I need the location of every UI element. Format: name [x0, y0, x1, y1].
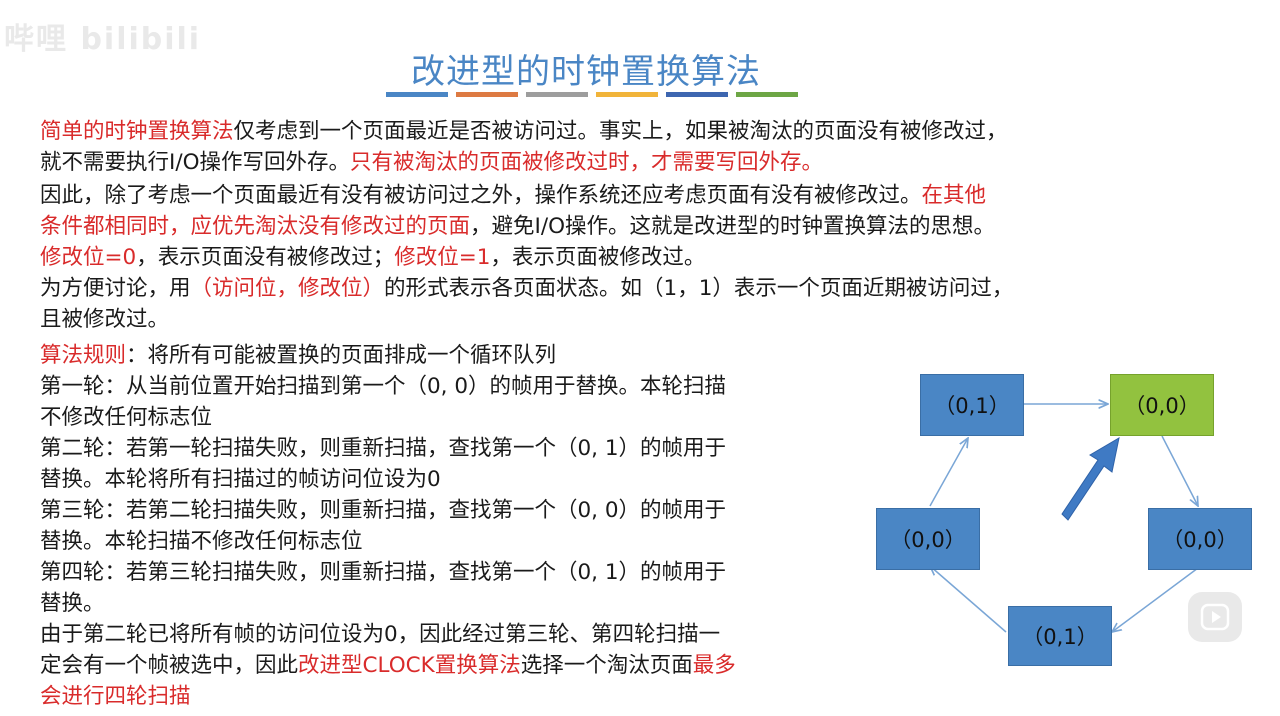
intro-l6-text-2: 的形式表示各页面状态。如（1，1）表示一个页面近期被访问过， [384, 276, 1014, 301]
play-button[interactable] [1188, 592, 1242, 642]
intro-l5-text-2: ，表示页面被修改过。 [490, 245, 706, 270]
intro-line-6: 为方便讨论，用（访问位，修改位）的形式表示各页面状态。如（1，1）表示一个页面近… [40, 273, 1200, 304]
rules-line-1: 算法规则：将所有可能被置换的页面排成一个循环队列 [40, 340, 852, 371]
rules-l11-text-1: 定会有一个帧被选中，因此 [40, 653, 299, 678]
rules-line-4: 第二轮：若第一轮扫描失败，则重新扫描，查找第一个（0, 1）的帧用于 [40, 436, 727, 461]
rules-line-12: 会进行四轮扫描 [40, 681, 852, 712]
bilibili-watermark: 哔哩 bilibili [4, 22, 202, 57]
rules-line-2: 第一轮：从当前位置开始扫描到第一个（0, 0）的帧用于替换。本轮扫描 [40, 374, 727, 399]
intro-l3-highlight: 在其他 [921, 183, 987, 208]
rules-line-3: 不修改任何标志位 [40, 405, 213, 430]
frame-box-right: （0,0） [1148, 508, 1252, 570]
rules-line-5: 替换。本轮将所有扫描过的帧访问位设为0 [40, 467, 441, 492]
arrow-e-to-a [929, 438, 968, 507]
intro-l3-text: 因此，除了考虑一个页面最近有没有被访问过之外，操作系统还应考虑页面有没有被修改过… [40, 183, 922, 208]
intro-line-3: 因此，除了考虑一个页面最近有没有被访问过之外，操作系统还应考虑页面有没有被修改过… [40, 180, 1200, 211]
intro-paragraph: 简单的时钟置换算法仅考虑到一个页面最近是否被访问过。事实上，如果被淘汰的页面没有… [40, 116, 1200, 335]
stripe-1 [386, 92, 448, 97]
rules-l12-highlight: 会进行四轮扫描 [40, 684, 191, 709]
frame-box-bottom: （0,1） [1008, 606, 1112, 666]
pointer-arrow [1061, 437, 1120, 521]
arrow-b-to-c [1161, 435, 1198, 506]
intro-l5-text-1: ，表示页面没有被修改过； [136, 245, 395, 270]
stripe-6 [736, 92, 798, 97]
rules-line-6: 第三轮：若第二轮扫描失败，则重新扫描，查找第一个（0, 0）的帧用于 [40, 498, 727, 523]
intro-line-2: 就不需要执行I/O操作写回外存。只有被淘汰的页面被修改过时，才需要写回外存。 [40, 147, 1200, 178]
stripe-3 [526, 92, 588, 97]
stripe-5 [666, 92, 728, 97]
intro-l4-highlight: 条件都相同时，应优先淘汰没有修改过的页面 [40, 214, 471, 239]
play-icon [1200, 603, 1230, 631]
rules-line-8: 第四轮：若第三轮扫描失败，则重新扫描，查找第一个（0, 1）的帧用于 [40, 560, 727, 585]
rules-line-10: 由于第二轮已将所有帧的访问位设为0，因此经过第三轮、第四轮扫描一 [40, 622, 721, 647]
intro-l2-highlight: 只有被淘汰的页面被修改过时，才需要写回外存。 [350, 150, 824, 175]
intro-l6-text-1: 为方便讨论，用 [40, 276, 191, 301]
rules-line-7: 替换。本轮扫描不修改任何标志位 [40, 529, 363, 554]
intro-l7-text: 且被修改过。 [40, 307, 170, 332]
rules-line-1-text: ：将所有可能被置换的页面排成一个循环队列 [126, 343, 557, 368]
rules-line-9: 替换。 [40, 591, 105, 616]
rules-heading: 算法规则 [40, 343, 127, 368]
frame-box-top-left: （0,1） [920, 374, 1024, 436]
algorithm-rules: 算法规则：将所有可能被置换的页面排成一个循环队列 第一轮：从当前位置开始扫描到第… [40, 340, 852, 712]
intro-l6-highlight: （访问位，修改位） [190, 276, 385, 301]
frame-box-top-right-current: （0,0） [1110, 374, 1214, 436]
intro-l1-text: 仅考虑到一个页面最近是否被访问过。事实上，如果被淘汰的页面没有被修改过， [233, 119, 1008, 144]
stripe-4 [596, 92, 658, 97]
intro-line-7: 且被修改过。 [40, 304, 1200, 335]
intro-line-5: 修改位=0，表示页面没有被修改过；修改位=1，表示页面被修改过。 [40, 242, 1200, 273]
arrow-c-to-d [1112, 567, 1199, 632]
rules-l11-text-2: 选择一个淘汰页面 [520, 653, 693, 678]
arrow-d-to-e [930, 566, 1007, 633]
intro-line-4: 条件都相同时，应优先淘汰没有修改过的页面，避免I/O操作。这就是改进型的时钟置换… [40, 211, 1200, 242]
modify-bit-0: 修改位=0 [40, 245, 137, 270]
modify-bit-1: 修改位=1 [394, 245, 491, 270]
intro-line-1: 简单的时钟置换算法仅考虑到一个页面最近是否被访问过。事实上，如果被淘汰的页面没有… [40, 116, 1200, 147]
intro-l1-highlight: 简单的时钟置换算法 [40, 119, 234, 144]
intro-l4-text: ，避免I/O操作。这就是改进型的时钟置换算法的思想。 [470, 214, 996, 239]
stripe-2 [456, 92, 518, 97]
rules-l11-highlight-2: 最多 [692, 653, 736, 678]
intro-l2-text: 就不需要执行I/O操作写回外存。 [40, 150, 351, 175]
frame-box-left: （0,0） [876, 508, 980, 570]
slide-title: 改进型的时钟置换算法 [411, 52, 761, 92]
title-underline-stripes [386, 92, 798, 97]
rules-line-11: 定会有一个帧被选中，因此改进型CLOCK置换算法选择一个淘汰页面最多 [40, 650, 852, 681]
rules-l11-highlight-1: 改进型CLOCK置换算法 [298, 653, 521, 678]
